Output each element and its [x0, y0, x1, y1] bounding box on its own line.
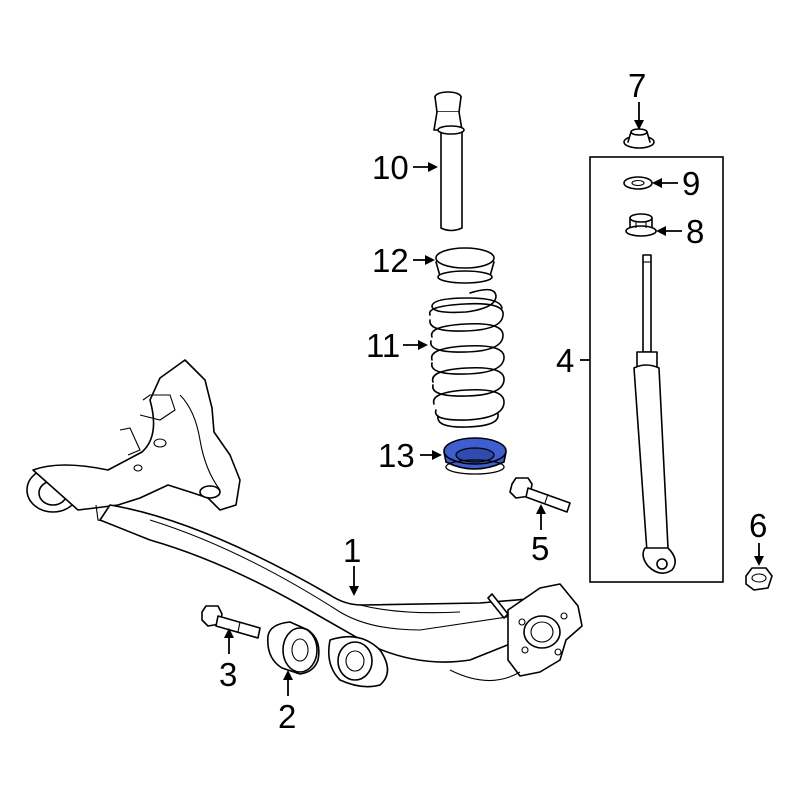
callout-10: 10: [372, 149, 409, 186]
part-5-bolt[interactable]: [509, 477, 571, 513]
part-9-washer[interactable]: [623, 176, 653, 190]
callout-1: 1: [343, 532, 361, 569]
part-10-bump-stop[interactable]: [433, 91, 465, 232]
part-4-shock-absorber[interactable]: [633, 254, 676, 574]
callout-3: 3: [219, 656, 237, 693]
part-13-lower-seat[interactable]: [443, 437, 507, 475]
part-12-upper-seat[interactable]: [435, 247, 495, 284]
callout-9: 9: [682, 165, 700, 202]
part-1-axle-beam[interactable]: [26, 359, 583, 688]
part-8-bushing[interactable]: [625, 213, 657, 237]
callout-12: 12: [372, 242, 409, 279]
part-3-bolt[interactable]: [201, 605, 261, 639]
callout-13: 13: [378, 437, 415, 474]
callout-8: 8: [686, 213, 704, 250]
part-6-flange-nut[interactable]: [745, 567, 773, 591]
callout-7: 7: [628, 67, 646, 104]
callout-6: 6: [749, 507, 767, 544]
leader-arrows: [224, 102, 764, 696]
callout-5: 5: [531, 530, 549, 567]
shock-assembly-box: [589, 156, 724, 583]
callout-2: 2: [278, 698, 296, 735]
part-11-coil-spring[interactable]: [428, 288, 505, 428]
part-2-bushing[interactable]: [266, 621, 320, 675]
callout-4: 4: [556, 342, 574, 379]
part-7-nut[interactable]: [623, 128, 655, 149]
callout-11: 11: [366, 327, 400, 364]
